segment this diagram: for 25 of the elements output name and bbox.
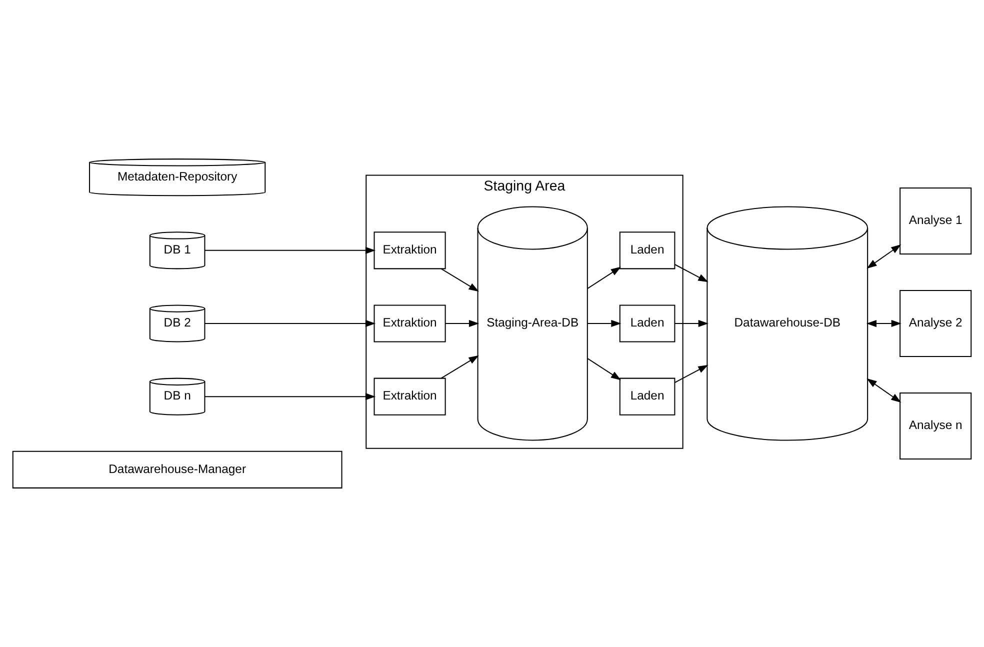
node-box: Laden — [619, 378, 676, 416]
arrow — [445, 320, 480, 328]
arrow — [587, 358, 622, 380]
arrow — [588, 320, 622, 328]
node-box: Datawarehouse-Manager — [12, 450, 342, 488]
arrow — [866, 320, 902, 328]
arrow — [866, 244, 902, 269]
arrow — [441, 268, 479, 292]
arrow — [204, 320, 376, 328]
node-box: Analyse n — [900, 392, 972, 460]
node-box: Analyse 1 — [900, 187, 972, 254]
node-box: Analyse 2 — [900, 290, 972, 357]
node-box: Extraktion — [374, 378, 446, 416]
arrow — [441, 355, 479, 379]
node-box: Extraktion — [374, 232, 446, 270]
node-box: Extraktion — [374, 304, 446, 342]
node-box: Laden — [619, 232, 676, 270]
node-box: Laden — [619, 304, 676, 342]
arrow — [204, 393, 376, 400]
arrow — [674, 264, 708, 282]
arrow — [204, 246, 376, 254]
arrow — [674, 320, 708, 328]
arrow — [674, 364, 708, 383]
arrow — [866, 378, 902, 403]
arrow — [587, 266, 622, 289]
